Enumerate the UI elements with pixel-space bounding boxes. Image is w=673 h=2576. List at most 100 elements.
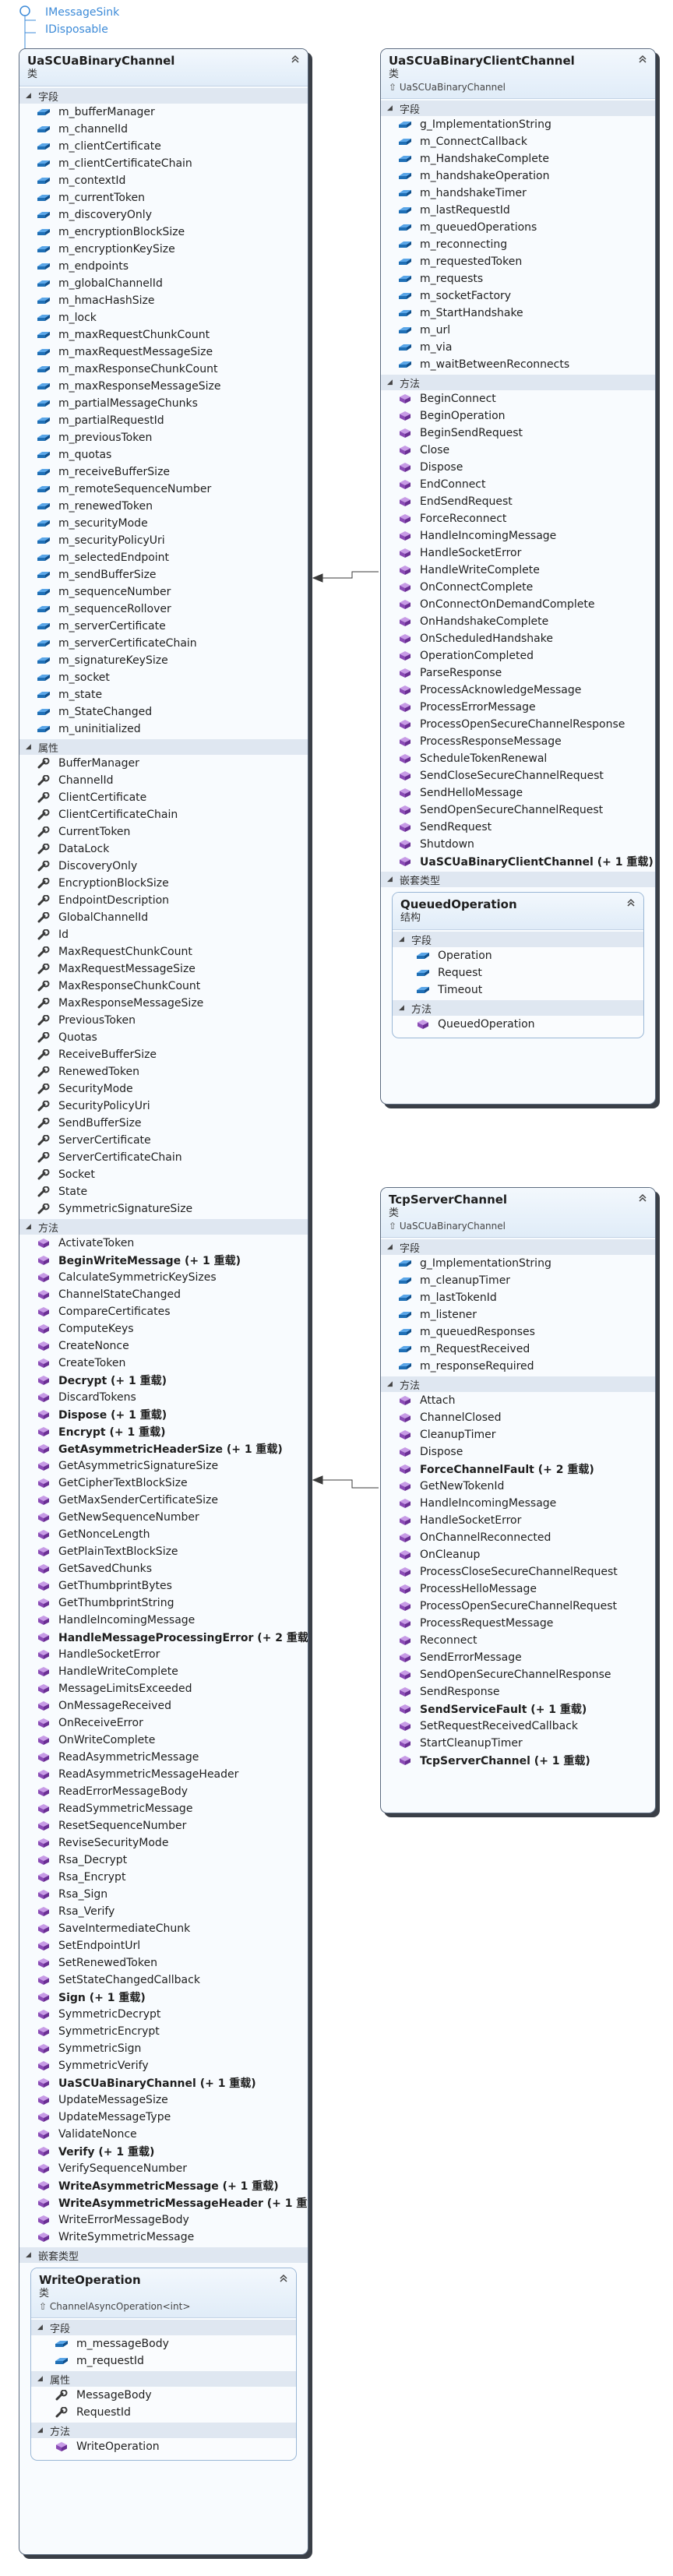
member-method[interactable]: ForceChannelFault (+ 2 重载) [381,1461,655,1478]
member-field[interactable]: m_securityMode [19,515,308,532]
member-method[interactable]: WriteAsymmetricMessageHeader (+ 1 重载) [19,2194,308,2211]
member-field[interactable]: m_signatureKeySize [19,652,308,669]
member-method[interactable]: OnConnectOnDemandComplete [381,596,655,613]
member-field[interactable]: m_state [19,686,308,703]
member-method[interactable]: OnHandshakeComplete [381,613,655,630]
member-prop[interactable]: CurrentToken [19,823,308,840]
member-method[interactable]: WriteOperation [31,2438,296,2455]
member-prop[interactable]: RenewedToken [19,1063,308,1080]
member-field[interactable]: m_contextId [19,172,308,189]
member-method[interactable]: SendCloseSecureChannelRequest [381,767,655,784]
member-field[interactable]: m_sequenceNumber [19,583,308,601]
member-method[interactable]: OnMessageReceived [19,1697,308,1714]
member-prop[interactable]: MaxResponseMessageSize [19,995,308,1012]
member-field[interactable]: m_ConnectCallback [381,133,655,150]
member-method[interactable]: SendErrorMessage [381,1649,655,1666]
section-header[interactable]: ◢方法 [381,375,655,390]
member-field[interactable]: Request [393,964,643,981]
member-field[interactable]: m_RequestReceived [381,1341,655,1358]
member-method[interactable]: BeginWriteMessage (+ 1 重载) [19,1252,308,1269]
member-method[interactable]: GetNonceLength [19,1526,308,1543]
member-field[interactable]: m_quotas [19,446,308,463]
member-prop[interactable]: DiscoveryOnly [19,858,308,875]
member-method[interactable]: ValidateNonce [19,2126,308,2143]
member-method[interactable]: SymmetricSign [19,2040,308,2057]
member-field[interactable]: m_queuedResponses [381,1323,655,1341]
section-header[interactable]: ◢方法 [19,1219,308,1235]
member-method[interactable]: HandleSocketError [381,1512,655,1529]
member-method[interactable]: ReadAsymmetricMessage [19,1749,308,1766]
member-method[interactable]: VerifySequenceNumber [19,2160,308,2177]
member-field[interactable]: m_lastRequestId [381,202,655,219]
member-prop[interactable]: GlobalChannelId [19,909,308,926]
member-field[interactable]: m_socketFactory [381,287,655,305]
member-field[interactable]: m_serverCertificate [19,618,308,635]
member-method[interactable]: SendRequest [381,819,655,836]
member-method[interactable]: SetEndpointUrl [19,1937,308,1954]
member-method[interactable]: Rsa_Encrypt [19,1869,308,1886]
member-method[interactable]: DiscardTokens [19,1389,308,1406]
collapse-toggle[interactable] [625,897,636,908]
member-method[interactable]: Dispose (+ 1 重载) [19,1406,308,1423]
member-field[interactable]: m_hmacHashSize [19,292,308,309]
member-method[interactable]: ReadSymmetricMessage [19,1800,308,1817]
member-method[interactable]: Attach [381,1392,655,1409]
member-field[interactable]: m_maxResponseChunkCount [19,361,308,378]
member-field[interactable]: m_url [381,322,655,339]
member-prop[interactable]: SecurityMode [19,1080,308,1098]
member-method[interactable]: ParseResponse [381,664,655,682]
member-field[interactable]: m_clientCertificateChain [19,155,308,172]
member-field[interactable]: m_maxRequestMessageSize [19,344,308,361]
member-method[interactable]: SymmetricVerify [19,2057,308,2074]
member-prop[interactable]: MaxRequestChunkCount [19,943,308,960]
collapse-toggle[interactable] [278,2273,289,2284]
member-field[interactable]: m_lock [19,309,308,326]
member-method[interactable]: WriteErrorMessageBody [19,2211,308,2229]
member-field[interactable]: m_queuedOperations [381,219,655,236]
member-prop[interactable]: ChannelId [19,772,308,789]
member-method[interactable]: SetRenewedToken [19,1954,308,1972]
member-method[interactable]: GetNewTokenId [381,1478,655,1495]
member-method[interactable]: ProcessResponseMessage [381,733,655,750]
member-method[interactable]: OnCleanup [381,1546,655,1563]
member-method[interactable]: OperationCompleted [381,647,655,664]
member-prop[interactable]: ClientCertificate [19,789,308,806]
member-method[interactable]: ProcessRequestMessage [381,1615,655,1632]
collapse-toggle[interactable] [290,54,301,65]
member-method[interactable]: QueuedOperation [393,1016,643,1033]
member-prop[interactable]: Socket [19,1166,308,1183]
member-field[interactable]: m_responseRequired [381,1358,655,1375]
member-prop[interactable]: MessageBody [31,2387,296,2404]
member-method[interactable]: ChannelClosed [381,1409,655,1426]
member-method[interactable]: CleanupTimer [381,1426,655,1443]
member-method[interactable]: BeginSendRequest [381,425,655,442]
member-field[interactable]: m_currentToken [19,189,308,206]
member-method[interactable]: SymmetricDecrypt [19,2006,308,2023]
member-method[interactable]: ReviseSecurityMode [19,1834,308,1852]
member-method[interactable]: EndConnect [381,476,655,493]
member-prop[interactable]: MaxResponseChunkCount [19,978,308,995]
section-header[interactable]: ◢方法 [393,1000,643,1016]
collapse-toggle[interactable] [637,1193,648,1203]
member-method[interactable]: CompareCertificates [19,1303,308,1320]
member-field[interactable]: m_channelId [19,121,308,138]
member-method[interactable]: HandleIncomingMessage [381,527,655,544]
member-field[interactable]: m_globalChannelId [19,275,308,292]
member-field[interactable]: m_securityPolicyUri [19,532,308,549]
member-field[interactable]: m_reconnecting [381,236,655,253]
member-prop[interactable]: MaxRequestMessageSize [19,960,308,978]
member-field[interactable]: m_handshakeOperation [381,167,655,185]
member-method[interactable]: OnWriteComplete [19,1732,308,1749]
member-method[interactable]: SaveIntermediateChunk [19,1920,308,1937]
member-method[interactable]: WriteSymmetricMessage [19,2229,308,2246]
member-method[interactable]: BeginConnect [381,390,655,407]
member-method[interactable]: UaSCUaBinaryClientChannel (+ 1 重载) [381,853,655,870]
member-field[interactable]: Operation [393,947,643,964]
class-title[interactable]: TcpServerChannel [389,1193,508,1207]
section-header[interactable]: ◢字段 [381,1239,655,1255]
member-method[interactable]: TcpServerChannel (+ 1 重载) [381,1752,655,1769]
member-method[interactable]: ScheduleTokenRenewal [381,750,655,767]
